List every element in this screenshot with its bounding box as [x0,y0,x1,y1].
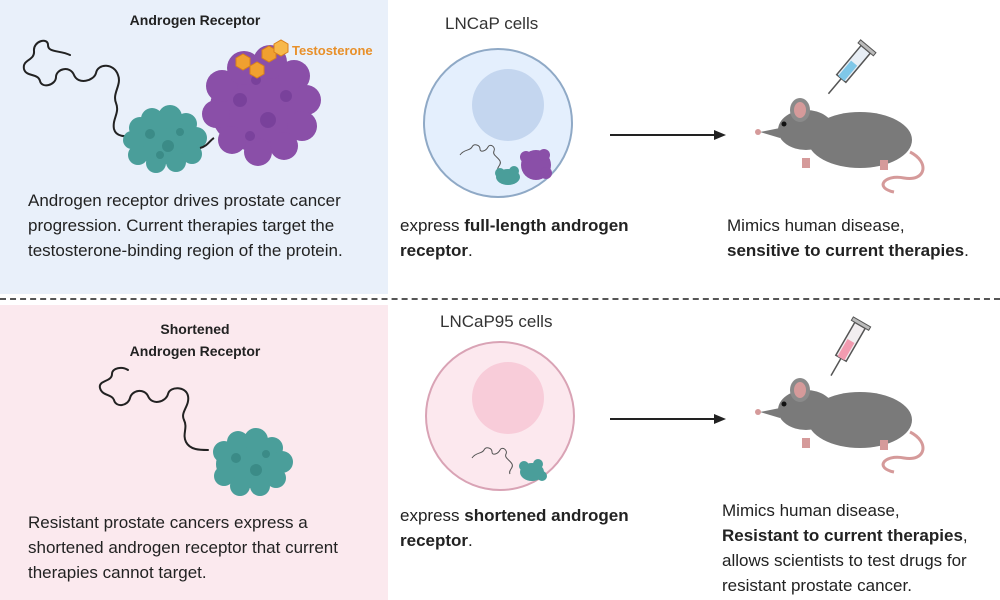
lncap-cell-icon [423,48,573,198]
outcome-top-caption: Mimics human disease,sensitive to curren… [727,216,969,260]
section-divider [0,298,1000,300]
testosterone-label: Testosterone [292,43,373,58]
lncap95-caption: express shortened androgen receptor. [400,506,629,550]
full-length-receptor-icon [22,39,321,173]
full-length-description: Androgen receptor drives prostate cancer… [28,191,343,260]
mouse-icon-bottom [755,316,925,474]
shortened-description: Resistant prostate cancers express a sho… [28,513,338,582]
mouse-icon-top [755,39,925,194]
arrow-to-mouse-bottom [610,414,726,424]
shortened-receptor-icon [98,366,293,496]
lncap95-cell-icon [425,341,575,491]
arrow-to-mouse-top [610,130,726,140]
outcome-bottom-caption: Mimics human disease,Resistant to curren… [722,501,968,595]
lncap-cells-label: LNCaP cells [445,14,539,33]
androgen-receptor-heading: Androgen Receptor [129,12,261,28]
shortened-receptor-panel [0,305,388,600]
lncap95-cells-label: LNCaP95 cells [440,312,553,331]
lncap-caption: express full-length androgen receptor. [400,216,629,260]
